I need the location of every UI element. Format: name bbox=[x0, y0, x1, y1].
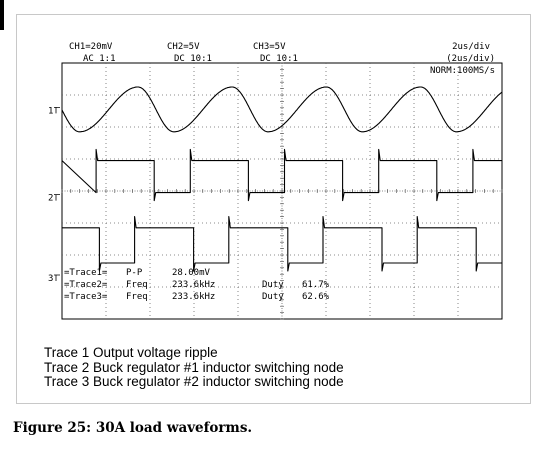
measurement-value: 28.00mV bbox=[172, 268, 211, 278]
timebase-sub-label: (2us/div) bbox=[446, 54, 495, 64]
ch1-label: CH1=20mV bbox=[69, 42, 113, 52]
ground-symbol bbox=[54, 107, 60, 114]
duty-label: Duty bbox=[262, 292, 284, 302]
channel-marker-3: 3 bbox=[48, 274, 53, 284]
figure-frame bbox=[16, 14, 531, 404]
ground-symbol bbox=[54, 274, 60, 281]
ch3-coupling: DC 10:1 bbox=[260, 54, 298, 64]
ch3-label: CH3=5V bbox=[253, 42, 286, 52]
measurement-type: P-P bbox=[126, 268, 143, 278]
trace-trace3 bbox=[62, 216, 502, 272]
oscilloscope-screenshot: CH1=20mV AC 1:1 CH2=5V DC 10:1 CH3=5V DC 10:1… bbox=[48, 42, 503, 320]
measurement-value: 233.6kHz bbox=[172, 292, 215, 302]
figure-caption: Figure 25: 30A load waveforms. bbox=[13, 420, 253, 436]
timebase-label: 2us/div bbox=[452, 42, 490, 52]
channel-markers: 1 2 3 bbox=[48, 106, 60, 284]
legend-line: Trace 2 Buck regulator #1 inductor switc… bbox=[44, 359, 344, 375]
ch1-coupling: AC 1:1 bbox=[83, 54, 116, 64]
channel-marker-1: 1 bbox=[48, 106, 53, 116]
duty-value: 62.6% bbox=[302, 292, 330, 302]
legend-line: Trace 1 Output voltage ripple bbox=[44, 345, 218, 360]
ch2-coupling: DC 10:1 bbox=[174, 54, 212, 64]
measurement-label: =Trace1= bbox=[64, 268, 108, 278]
scope-grid bbox=[61, 62, 503, 320]
trace-trace1 bbox=[61, 86, 503, 133]
page-edge-mark bbox=[0, 0, 4, 30]
measurement-label: =Trace3= bbox=[64, 292, 108, 302]
duty-label: Duty bbox=[262, 280, 284, 290]
trace-trace2 bbox=[61, 148, 502, 202]
measurement-type: Freq bbox=[126, 280, 148, 290]
ground-symbol bbox=[54, 194, 60, 201]
duty-value: 61.7% bbox=[302, 280, 330, 290]
ch2-label: CH2=5V bbox=[167, 42, 200, 52]
channel-marker-2: 2 bbox=[48, 194, 53, 204]
acquisition-label: NORM:100MS/s bbox=[430, 66, 495, 76]
measurement-label: =Trace2= bbox=[64, 280, 108, 290]
measurement-value: 233.6kHz bbox=[172, 280, 215, 290]
trace-legend: Trace 1 Output voltage ripple Trace 2 Bu… bbox=[44, 345, 344, 390]
scope-header: CH1=20mV AC 1:1 CH2=5V DC 10:1 CH3=5V DC 10:1… bbox=[69, 42, 495, 76]
scope-traces bbox=[61, 86, 503, 272]
measurement-type: Freq bbox=[126, 292, 148, 302]
legend-line: Trace 3 Buck regulator #2 inductor switc… bbox=[44, 374, 344, 389]
